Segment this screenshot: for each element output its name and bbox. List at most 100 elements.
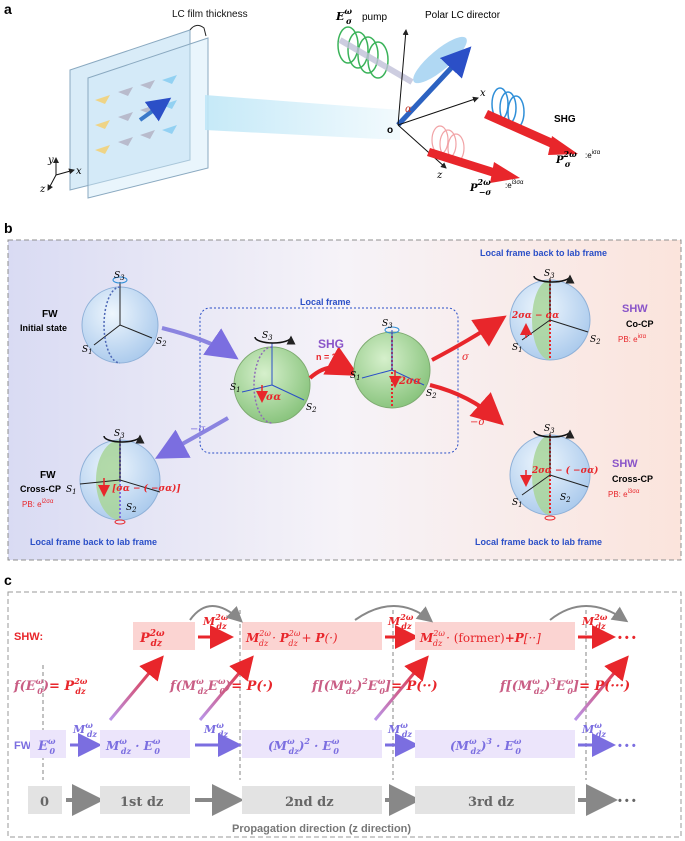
sphere-local-2: S3 S1 S2 <box>350 319 437 409</box>
shg-label-b: SHG <box>318 337 344 351</box>
shw-co-title: SHW <box>622 303 648 315</box>
propagation-label: Propagation direction (z direction) <box>232 823 411 835</box>
local1-expr: σα <box>266 392 281 403</box>
shw-cross-title: SHW <box>612 458 638 470</box>
svg-text:S1: S1 <box>230 383 241 394</box>
cross-phase: :ei3σα <box>505 180 524 190</box>
director-label: Polar LC director <box>425 10 501 21</box>
svg-text:S1: S1 <box>66 485 77 496</box>
cross-arrow <box>427 148 500 178</box>
local-back-bottom-left: Local frame back to lab frame <box>30 537 157 547</box>
fw-box-3 <box>415 730 575 758</box>
svg-text:S2: S2 <box>560 493 571 504</box>
fw-cross-expr: [σα − ( −σα)] <box>112 483 181 494</box>
svg-text:S2: S2 <box>426 389 437 400</box>
sphere-local-1: S3 S1 S2 <box>230 331 317 424</box>
shw-co-sub: Co-CP <box>626 319 654 329</box>
panel-a-letter: a <box>4 1 12 17</box>
step-3: 3rd dz <box>468 795 514 810</box>
fw-box-1 <box>100 730 190 758</box>
sigma-arrow <box>431 315 507 362</box>
shw-dots: • • • <box>618 632 636 644</box>
panel-b: b Local frame Local frame back to lab fr… <box>4 220 682 561</box>
svg-text:Eω0: Eω0 <box>37 736 56 756</box>
shw-cross-pb: PB: ei3σα <box>608 489 640 499</box>
svg-text:S3: S3 <box>114 429 125 440</box>
local-x-label: x <box>480 88 486 99</box>
fw-cross-pb: PB: ei2σα <box>22 499 54 509</box>
svg-text:S3: S3 <box>544 269 555 280</box>
shg-label: SHG <box>554 114 576 125</box>
svg-text:S2: S2 <box>156 337 167 348</box>
fw-row-label: FW: <box>14 740 35 752</box>
lc-molecules <box>95 75 177 154</box>
fw-title: FW <box>42 309 58 320</box>
shw-cross-sub: Cross-CP <box>612 474 653 484</box>
local-z-label: z <box>436 170 443 181</box>
local-frame-label: Local frame <box>300 297 351 307</box>
svg-text:S3: S3 <box>382 319 393 330</box>
svg-text:S1: S1 <box>350 371 361 382</box>
local-to-fw-arrow <box>154 416 230 459</box>
sigma-minus-label: −σ <box>470 417 486 428</box>
axis-x-label: x <box>76 166 82 177</box>
shg-local-arrow <box>308 346 360 380</box>
svg-text:S1: S1 <box>512 343 523 354</box>
step-2: 2nd dz <box>285 795 334 810</box>
sigma-plus-label: σ <box>462 352 470 363</box>
lc-film <box>69 24 209 199</box>
shw-co-expr: 2σα − σα <box>511 311 559 321</box>
shw-box-3 <box>415 622 575 650</box>
n-label: n = 2 <box>316 352 337 362</box>
svg-text:S3: S3 <box>114 271 125 282</box>
film-thickness-label: LC film thickness <box>172 9 248 20</box>
local2-expr: 2σα <box>398 376 421 387</box>
svg-text:S2: S2 <box>590 335 601 346</box>
svg-text:S2: S2 <box>306 403 317 414</box>
panel-a: a <box>4 1 601 199</box>
local-axes <box>397 29 479 169</box>
film-axes <box>47 157 75 191</box>
generation-arrows <box>108 655 629 721</box>
director-arrow <box>396 46 472 127</box>
fw-box-0 <box>30 730 66 758</box>
fw-subtitle: Initial state <box>20 323 67 333</box>
svg-text:S2: S2 <box>126 503 137 514</box>
fw-dots: • • • <box>618 740 636 752</box>
local-back-top: Local frame back to lab frame <box>480 248 607 258</box>
sphere-shw-cross: S3 S2 S1 <box>509 424 591 521</box>
step-dots: • • • <box>618 795 636 807</box>
step-row: 0 1st dz 2nd dz 3rd dz • • • <box>28 784 636 816</box>
cross-polarization: P2ω−σ <box>469 177 491 197</box>
svg-text:S1: S1 <box>82 345 93 356</box>
pump-label: pump <box>362 12 387 23</box>
axis-y-label: y <box>47 155 54 166</box>
shw-box-1 <box>133 622 195 650</box>
svg-text:S3: S3 <box>262 331 273 342</box>
fw-box-2 <box>242 730 382 758</box>
shw-cross-expr: 2σα − ( −σα) <box>531 465 598 476</box>
sigma-minus-left: −σ <box>190 424 206 435</box>
origin-label: o <box>387 125 393 136</box>
panel-c-letter: c <box>4 572 12 588</box>
fw-cross-title: FW <box>40 470 56 481</box>
shw-row-label: SHW: <box>14 631 43 643</box>
shw-box-2 <box>242 622 382 650</box>
